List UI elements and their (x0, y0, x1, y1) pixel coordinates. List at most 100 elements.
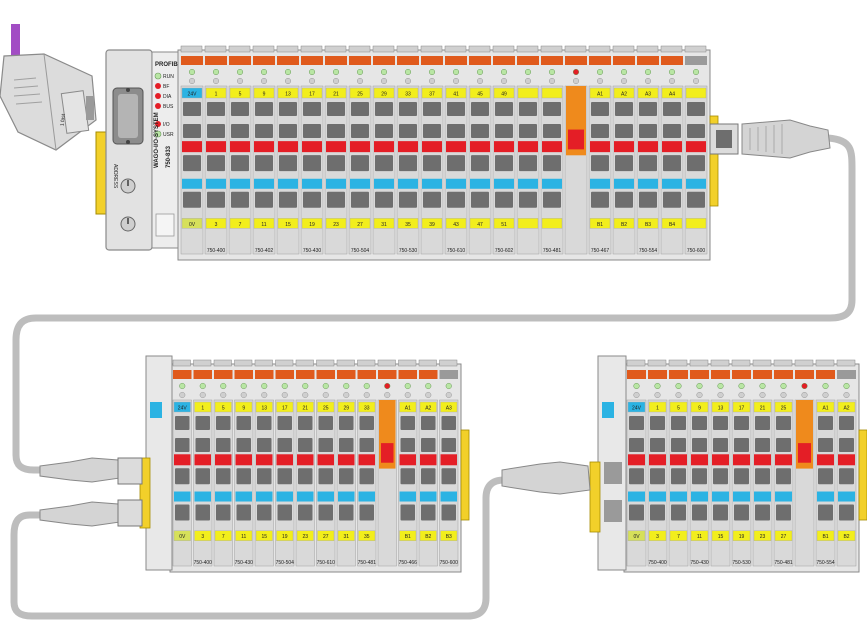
cable-main-to-rack2 (12, 134, 856, 474)
rack2-part-number: 750-504 (276, 560, 295, 566)
main-label-bottom: B1 (597, 222, 603, 228)
svg-text:I/O: I/O (163, 122, 170, 128)
rack2-label-bottom: B1 (405, 534, 411, 540)
din-rail-clip-left (95, 131, 107, 215)
rack3-label-bottom: 0V (633, 534, 640, 540)
rack3-part-number: 750-400 (648, 560, 667, 566)
address-switches[interactable] (120, 178, 136, 232)
rack3-label-top: 17 (739, 406, 745, 412)
rack2-label-top: 13 (261, 406, 267, 412)
rack2-label-bottom: 19 (282, 534, 288, 540)
main-label-bottom: 3 (215, 222, 218, 228)
rack2-label-bottom: 31 (343, 534, 349, 540)
profibus-connector: 1 fast (0, 53, 97, 151)
svg-text:BUS: BUS (163, 104, 174, 110)
rack2-label-bottom: 7 (222, 534, 225, 540)
main-label-bottom: 31 (381, 222, 387, 228)
main-terminal-column (564, 45, 588, 255)
main-label-bottom: 7 (239, 222, 242, 228)
rack2-part-number: 750-400 (194, 560, 213, 566)
main-part-number: 750-481 (543, 248, 562, 254)
profibus-purple-cable (11, 24, 20, 58)
rack2-part-number: 750-600 (440, 560, 459, 566)
rack2-housing (169, 363, 462, 573)
main-label-top: A3 (645, 92, 651, 98)
rack3-label-top: 21 (760, 406, 766, 412)
main-end-clip (709, 115, 719, 207)
main-label-top: 45 (477, 92, 483, 98)
system-label: WAGO-I/O-SYSTEM (154, 112, 160, 168)
rack2-part-number: 750-466 (399, 560, 418, 566)
rack3-label-top: 9 (698, 406, 701, 412)
rack3-terminal-column: 57 (668, 359, 689, 567)
rack2-part-number: 750-481 (358, 560, 377, 566)
rack3-label-top: 24V (632, 406, 642, 412)
rack3-label-top: 5 (677, 406, 680, 412)
rack3-label-bottom: 27 (781, 534, 787, 540)
rack2-label-bottom: 27 (323, 534, 329, 540)
main-label-top: 17 (309, 92, 315, 98)
model-label: 750-833 (166, 145, 172, 168)
svg-text:DIA: DIA (163, 94, 172, 100)
main-label-top: 9 (263, 92, 266, 98)
rj45-plugs-rack2 (39, 457, 143, 527)
io-module-rack-3: 24V0V13750-40057911750-43013151719750-53… (589, 355, 867, 573)
main-label-top: 21 (333, 92, 339, 98)
main-part-number: 750-402 (255, 248, 274, 254)
main-label-bottom: B4 (669, 222, 675, 228)
status-leds: RUN BF DIA BUS I/O USR (154, 72, 174, 138)
rack2-label-bottom: B2 (425, 534, 431, 540)
rack2-label-top: A1 (405, 406, 411, 412)
rj45-plug-main (709, 119, 831, 159)
main-label-top: 25 (357, 92, 363, 98)
rack2-end-clip (460, 429, 470, 521)
main-label-top: 24V (188, 92, 198, 98)
main-part-number: 750-530 (399, 248, 418, 254)
main-label-top: 5 (239, 92, 242, 98)
main-terminal-column: 21 23 (324, 45, 348, 255)
main-part-number: 750-430 (303, 248, 322, 254)
main-label-bottom: 23 (333, 222, 339, 228)
rack2-terminal-column: 57 (213, 359, 233, 567)
main-label-bottom: 19 (309, 222, 315, 228)
rack2-part-number: 750-430 (235, 560, 254, 566)
main-label-top: 41 (453, 92, 459, 98)
cable-rack2-to-rack3 (10, 476, 546, 620)
rack2-terminal-column (377, 359, 397, 567)
rack2-label-top: 5 (222, 406, 225, 412)
main-part-number: 750-400 (207, 248, 226, 254)
rack2-label-bottom: 0V (179, 534, 186, 540)
main-terminal-column: 57 (228, 45, 252, 255)
main-label-top: A4 (669, 92, 675, 98)
main-label-bottom: B3 (645, 222, 651, 228)
rack2-label-top: 1 (201, 406, 204, 412)
main-label-bottom: B2 (621, 222, 627, 228)
rack2-label-top: 9 (242, 406, 245, 412)
rack3-label-bottom: B1 (822, 534, 828, 540)
rack2-coupler-label (150, 402, 162, 418)
main-label-bottom: 15 (285, 222, 291, 228)
rack2-label-bottom: B3 (446, 534, 452, 540)
rack3-label-top: 13 (718, 406, 724, 412)
